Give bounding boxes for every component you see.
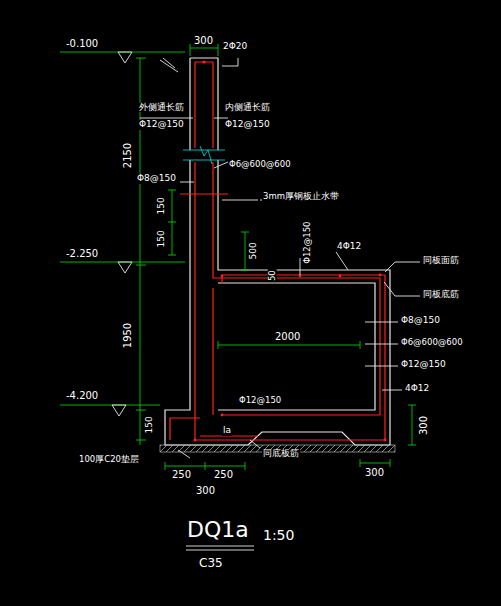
drawing-label: -2.250 — [65, 248, 99, 259]
drawing-label: Φ8@150 — [400, 316, 441, 326]
drawing-label: 4Φ12 — [404, 384, 430, 394]
drawing-label: 150 — [157, 196, 167, 215]
drawing-label: 内侧通长筋 — [224, 103, 271, 112]
drawing-label: 300 — [193, 35, 214, 46]
drawing-label: 250 — [171, 469, 192, 480]
drawing-label: 2150 — [122, 141, 133, 168]
section-title: DQ1a — [186, 518, 250, 542]
drawing-label: 300 — [364, 467, 385, 478]
drawing-label: 300 — [195, 485, 216, 496]
drawing-label: 150 — [145, 415, 155, 434]
drawing-label: 同板底筋 — [422, 290, 460, 299]
drawing-label: Φ6@600@600 — [228, 160, 292, 169]
drawing-label: 2Φ20 — [222, 42, 248, 52]
drawing-label: 同板面筋 — [422, 256, 460, 265]
drawing-label: 100厚C20垫层 — [78, 455, 140, 464]
drawing-label: -0.100 — [65, 38, 99, 49]
drawing-label: Φ12@150 — [238, 396, 282, 405]
drawing-label: 300 — [419, 414, 430, 435]
drawing-label: 150 — [157, 229, 167, 248]
drawing-label: Φ12@150 — [138, 120, 185, 130]
drawing-label: 50 — [267, 270, 276, 283]
drawing-label: 外侧通长筋 — [138, 103, 185, 112]
drawing-label: Φ12@150 — [400, 360, 447, 370]
drawing-label: 1:50 — [262, 528, 295, 543]
drawing-label: C35 — [198, 557, 224, 570]
drawing-label: la — [222, 426, 232, 436]
drawing-label: Φ6@600@600 — [400, 338, 464, 347]
drawing-label: 同底板筋 — [262, 449, 300, 458]
drawing-label: Φ12@150 — [224, 120, 271, 130]
drawing-label: 1950 — [122, 321, 133, 348]
drawing-label: 500 — [249, 241, 259, 260]
drawing-label: Φ8@150 — [136, 174, 177, 184]
drawing-label: 2000 — [274, 331, 301, 342]
drawing-label: -4.200 — [65, 390, 99, 401]
drawing-label: 4Φ12 — [336, 242, 362, 252]
drawing-label: 250 — [213, 469, 234, 480]
drawing-label: 3mm厚钢板止水带 — [262, 192, 340, 201]
drawing-label: Φ12@150 — [303, 221, 312, 265]
